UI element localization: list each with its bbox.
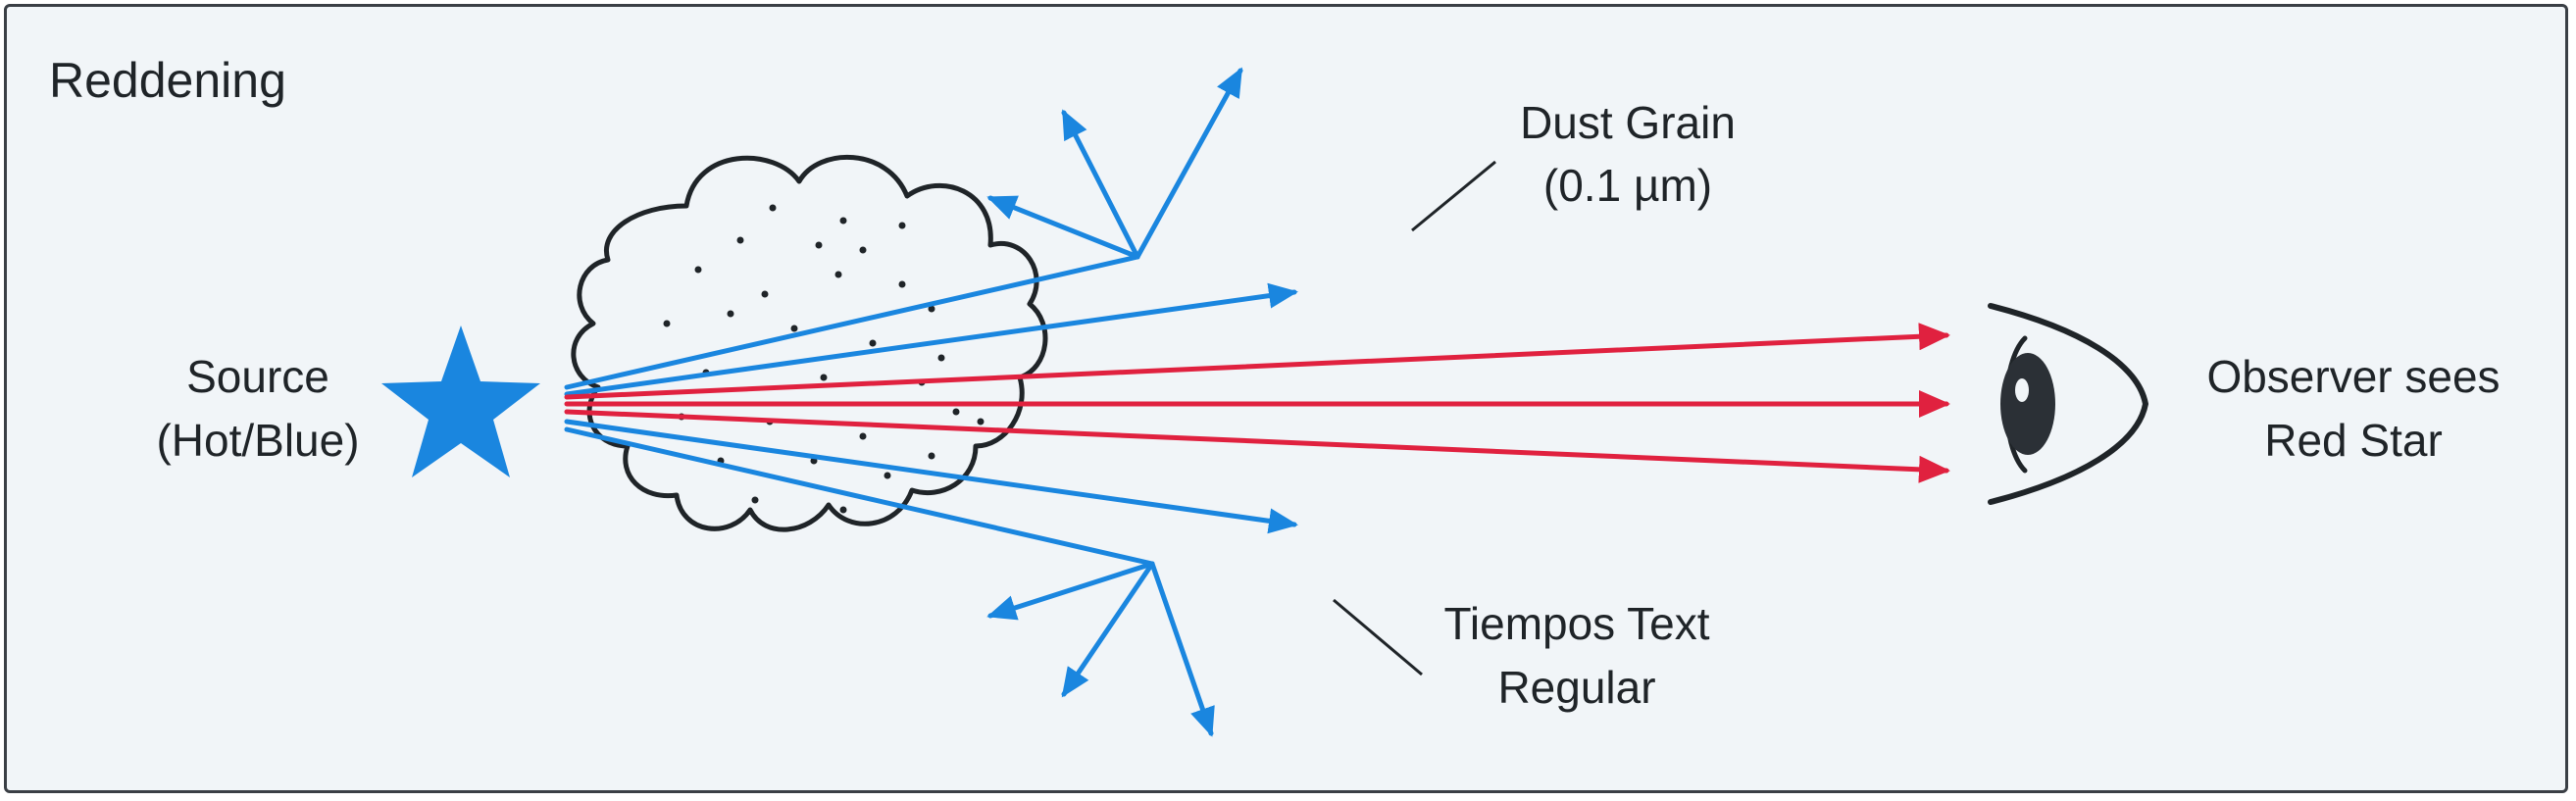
observer-label: Observer sees — [2206, 351, 2500, 402]
star-icon — [381, 325, 540, 477]
dust-grain-leader — [1411, 160, 1496, 232]
red-rays — [564, 323, 1950, 483]
blue-rays — [564, 254, 1298, 567]
font-note-sublabel: Regular — [1497, 662, 1655, 713]
diagram-title: Reddening — [49, 53, 286, 108]
observer-sublabel: Red Star — [2264, 415, 2443, 466]
dust-grain-label: Dust Grain — [1520, 97, 1736, 148]
source-sublabel: (Hot/Blue) — [156, 415, 359, 466]
eye-icon — [1988, 303, 2148, 505]
font-note-label: Tiempos Text — [1444, 598, 1710, 649]
dust-grain-size: (0.1 µm) — [1543, 160, 1712, 211]
scattered-blue-rays-bottom — [986, 561, 1215, 737]
font-label-leader — [1333, 598, 1423, 676]
scattered-blue-rays-top — [986, 67, 1243, 260]
source-label: Source — [186, 351, 329, 402]
dust-cloud — [571, 154, 1048, 532]
